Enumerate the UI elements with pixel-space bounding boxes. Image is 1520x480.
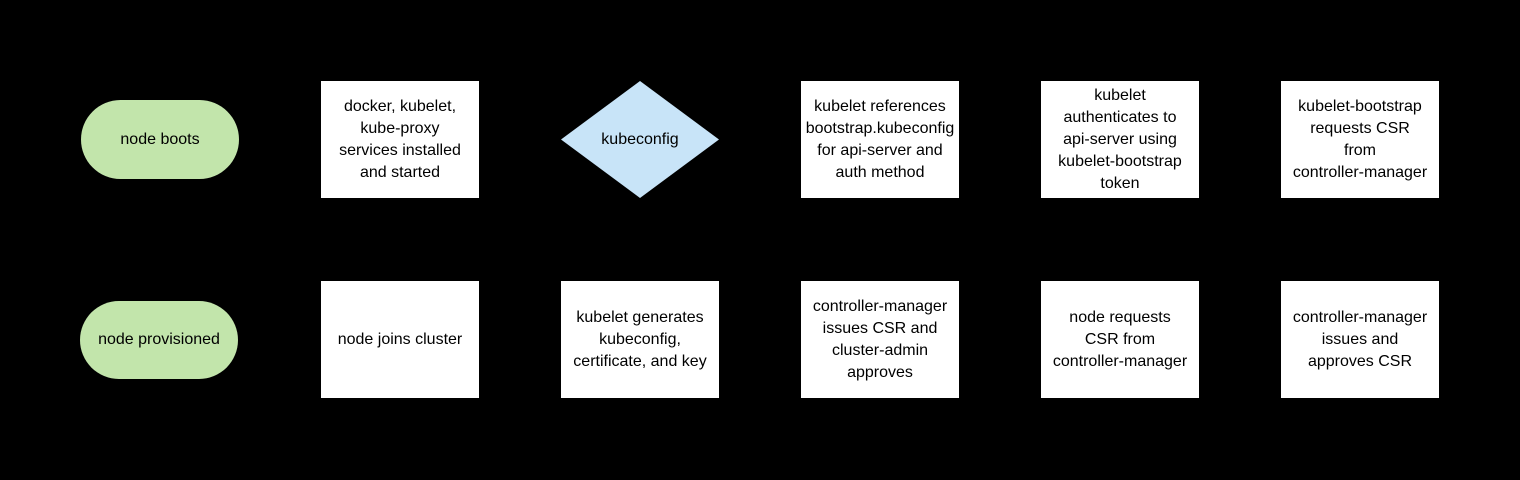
terminator-node-provisioned: node provisioned xyxy=(80,301,238,379)
process-controller-manager-issues-approves-csr: controller-manager issues and approves C… xyxy=(1281,281,1439,398)
process-kubelet-generates-kubeconfig: kubelet generates kubeconfig, certificat… xyxy=(561,281,719,398)
process-kubelet-bootstrap-requests-csr: kubelet-bootstrap requests CSR from cont… xyxy=(1281,81,1439,198)
terminator-node-boots: node boots xyxy=(81,100,239,179)
decision-kubeconfig: kubeconfig xyxy=(561,81,719,198)
process-node-joins-cluster: node joins cluster xyxy=(321,281,479,398)
process-node-requests-csr: node requests CSR from controller-manage… xyxy=(1041,281,1199,398)
process-kubelet-references-bootstrap-kubeconfig: kubelet references bootstrap.kubeconfig … xyxy=(801,81,959,198)
process-kubelet-authenticates: kubelet authenticates to api-server usin… xyxy=(1041,81,1199,198)
process-controller-manager-issues-csr-cluster-admin-approves: controller-manager issues CSR and cluste… xyxy=(801,281,959,398)
process-services-installed: docker, kubelet, kube-proxy services ins… xyxy=(321,81,479,198)
